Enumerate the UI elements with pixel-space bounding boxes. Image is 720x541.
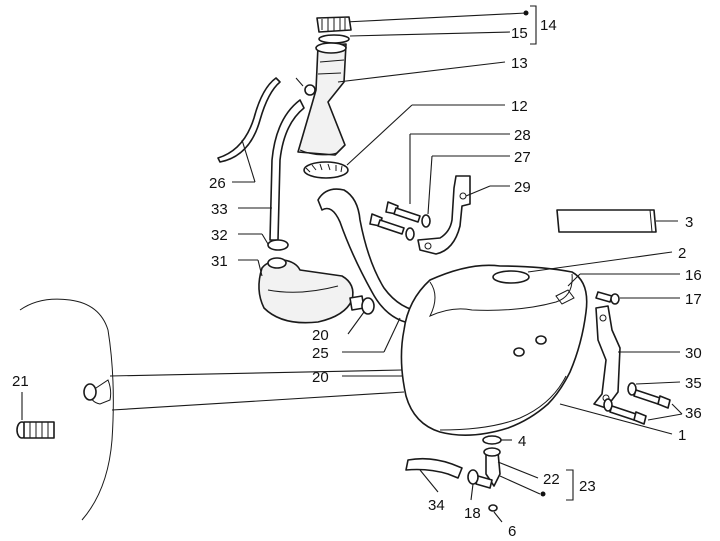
- callout-32: 32: [211, 227, 269, 245]
- bolt-28-upper: [385, 201, 431, 228]
- label-6: 6: [508, 523, 516, 540]
- callout-3: 3: [656, 214, 693, 231]
- callout-35: 35: [635, 375, 702, 392]
- label-36: 36: [685, 405, 702, 422]
- callout-1: 1: [559, 403, 686, 444]
- expansion-chamber: [258, 257, 365, 324]
- callout-4: 4: [501, 433, 526, 450]
- outlet-gasket: [482, 435, 502, 445]
- label-3: 3: [685, 214, 693, 231]
- label-33: 33: [211, 201, 228, 218]
- filler-seal-ring: [318, 34, 350, 44]
- callout-2: 2: [527, 245, 686, 273]
- label-17: 17: [685, 291, 702, 308]
- filler-cap: [316, 16, 352, 33]
- fuel-outlet-hose: [405, 457, 463, 479]
- callout-20-upper: 20: [312, 311, 365, 344]
- callout-16: 16: [567, 267, 702, 287]
- washer-6: [488, 504, 498, 512]
- bolt-36-lower: [603, 398, 647, 425]
- label-30: 30: [685, 345, 702, 362]
- label-1: 1: [678, 427, 686, 444]
- callout-13: 13: [337, 55, 528, 83]
- label-12: 12: [511, 98, 528, 115]
- label-16: 16: [685, 267, 702, 284]
- hose-clip-20-upper: [361, 297, 375, 315]
- filler-neck: [295, 42, 347, 156]
- label-31: 31: [211, 253, 228, 270]
- foam-pad: [556, 209, 657, 233]
- label-35: 35: [685, 375, 702, 392]
- screw-21: [16, 421, 55, 439]
- callout-21: 21: [12, 373, 29, 420]
- label-2: 2: [678, 245, 686, 262]
- callout-17: 17: [620, 291, 702, 308]
- label-4: 4: [518, 433, 526, 450]
- label-29: 29: [514, 179, 531, 196]
- callout-26: 26: [209, 139, 256, 192]
- label-20-upper: 20: [312, 327, 329, 344]
- label-20-lower: 20: [312, 369, 329, 386]
- bolt-17: [595, 291, 620, 305]
- label-34: 34: [428, 497, 445, 514]
- label-18: 18: [464, 505, 481, 522]
- label-13: 13: [511, 55, 528, 72]
- callout-36: 36: [647, 403, 702, 422]
- callout-18: 18: [464, 483, 481, 522]
- label-21: 21: [12, 373, 29, 390]
- breather-hose: [217, 77, 281, 163]
- label-23: 23: [579, 478, 596, 495]
- label-27: 27: [514, 149, 531, 166]
- callout-25: 25: [312, 317, 401, 362]
- label-28: 28: [514, 127, 531, 144]
- rear-mount-bracket: [593, 305, 621, 409]
- callout-22: 22 23: [497, 461, 596, 501]
- hose-clip-18: [467, 469, 479, 485]
- callout-12: 12: [346, 98, 528, 166]
- callout-31: 31: [211, 253, 263, 277]
- bolt-28-lower: [369, 213, 415, 241]
- label-26: 26: [209, 175, 226, 192]
- label-15: 15: [511, 25, 528, 42]
- label-22: 22: [543, 471, 560, 488]
- callout-34: 34: [419, 469, 445, 514]
- detail-inset: [19, 298, 405, 521]
- label-32: 32: [211, 227, 228, 244]
- hose-clip-32: [267, 239, 289, 251]
- fuel-tap: [475, 447, 501, 489]
- callout-29: 29: [465, 179, 531, 197]
- callout-6: 6: [493, 511, 516, 540]
- callout-30: 30: [618, 345, 702, 362]
- label-25: 25: [312, 345, 329, 362]
- label-14: 14: [540, 17, 557, 34]
- fuel-tank: [400, 264, 588, 436]
- hose-clamp: [303, 161, 349, 179]
- callout-33: 33: [211, 201, 272, 218]
- callout-28: 28: [409, 127, 531, 204]
- callout-group-14: 14 15: [344, 5, 557, 45]
- vent-hose: [269, 99, 305, 241]
- bolt-36-upper: [627, 382, 671, 409]
- callout-27: 27: [427, 149, 531, 215]
